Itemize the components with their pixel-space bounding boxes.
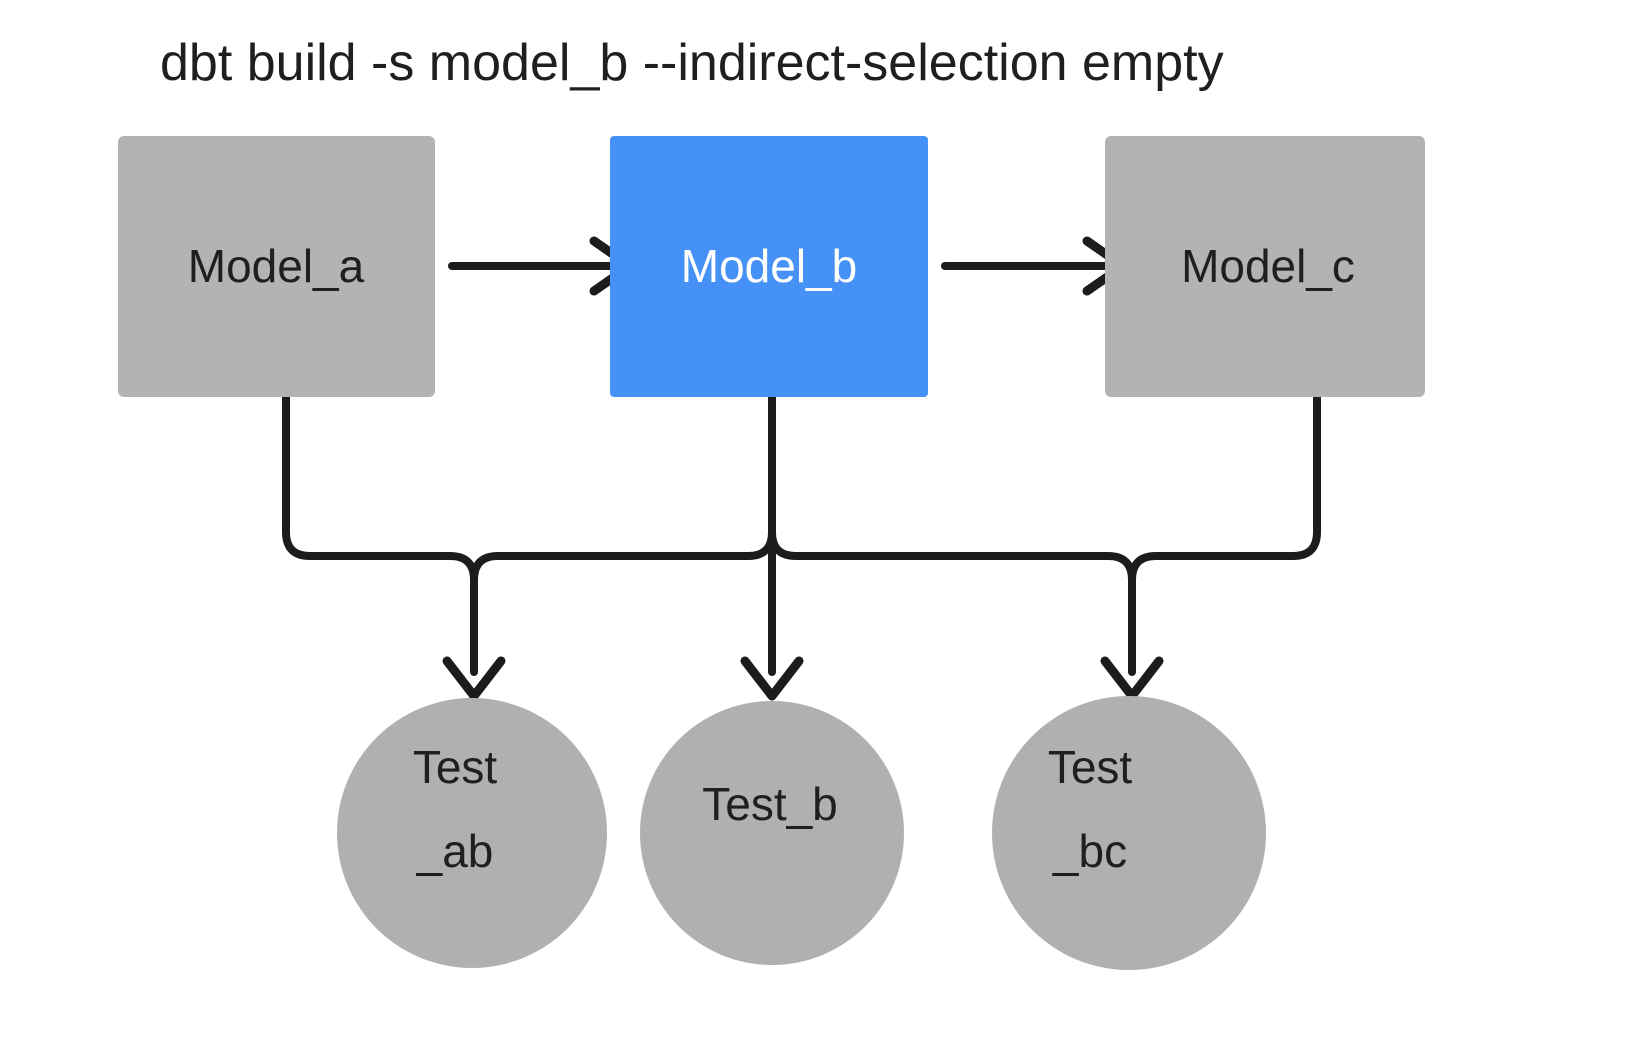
arrowhead-into-test-b [740, 656, 804, 701]
edge-model-a-to-model-b [448, 236, 635, 296]
node-model-a-shape[interactable] [118, 136, 435, 397]
node-model-c[interactable]: Model_c [1105, 136, 1425, 397]
edge-line [768, 393, 1136, 676]
node-model-c-label: Model_c [1181, 240, 1355, 292]
edge-model-b-to-test-ab [470, 393, 776, 584]
node-test-ab-label-line2: _ab [416, 825, 494, 877]
arrowhead-icon [1100, 656, 1164, 701]
edge-model-b-to-model-c [941, 236, 1128, 296]
node-test-bc-label-line2: _bc [1052, 825, 1127, 877]
arrowhead-icon [442, 656, 506, 701]
arrowhead-into-test-bc [1100, 656, 1164, 701]
node-test-bc-label-line1: Test [1048, 741, 1133, 793]
node-test-ab[interactable]: Test _ab [337, 698, 607, 968]
node-model-b-label: Model_b [681, 240, 857, 292]
edge-line [1128, 393, 1321, 584]
node-test-b-shape[interactable] [640, 701, 904, 965]
node-test-bc[interactable]: Test _bc [992, 696, 1266, 970]
node-model-c-shape[interactable] [1105, 136, 1425, 397]
node-model-b-shape[interactable] [610, 136, 928, 397]
edge-model-a-to-test-ab [282, 393, 478, 676]
diagram-title: dbt build -s model_b --indirect-selectio… [160, 34, 1224, 92]
edge-line [470, 393, 776, 584]
node-test-ab-label-line1: Test [413, 741, 498, 793]
edge-model-c-to-test-bc [1128, 393, 1321, 584]
node-model-a-label: Model_a [188, 240, 365, 292]
edge-model-b-to-test-bc [768, 393, 1136, 676]
node-model-a[interactable]: Model_a [118, 136, 435, 397]
node-test-b[interactable]: Test_b [640, 701, 904, 965]
node-test-ab-shape[interactable] [337, 698, 607, 968]
node-model-b[interactable]: Model_b [610, 136, 928, 397]
edge-line [282, 393, 478, 676]
arrowhead-into-test-ab [442, 656, 506, 701]
node-test-b-label: Test_b [702, 778, 838, 830]
node-test-bc-shape[interactable] [992, 696, 1266, 970]
arrowhead-icon [740, 656, 804, 701]
